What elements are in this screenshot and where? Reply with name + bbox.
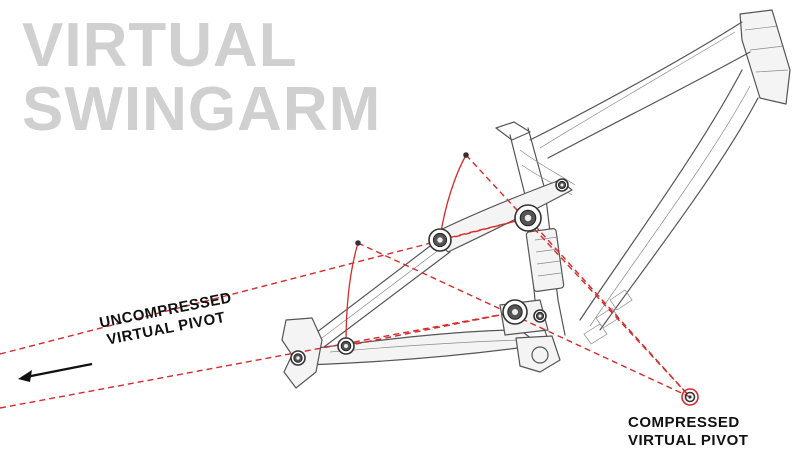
- pivot-target-icon: [681, 388, 699, 406]
- rocker-axis: [527, 217, 691, 398]
- down-tube: [579, 69, 759, 331]
- construction-lines: [0, 152, 691, 409]
- compressed-pivot-label: COMPRESSED VIRTUAL PIVOT: [628, 414, 748, 450]
- compressed-label-line-1: COMPRESSED: [628, 414, 740, 431]
- chainstay-pivot: [337, 337, 355, 355]
- diagram-title: VIRTUAL SWINGARM: [22, 14, 381, 142]
- bottom-bracket: [515, 335, 561, 373]
- upper-link-pivot: [428, 228, 452, 252]
- lower-shock-pivot-center: [538, 314, 542, 318]
- top-tube: [529, 21, 751, 159]
- compressed-label-line-2: VIRTUAL PIVOT: [628, 432, 749, 449]
- lower-swing-arc: [345, 242, 359, 345]
- upper-link-axis: [439, 217, 529, 241]
- title-line-2: SWINGARM: [22, 75, 382, 144]
- dropout-pivot: [290, 350, 306, 366]
- upper-link-pivot-center: [437, 237, 443, 243]
- lower-shock-pivot: [533, 309, 547, 323]
- shock-mount-pivot: [555, 178, 569, 192]
- head-tube: [739, 9, 791, 105]
- uncompressed-line-lower: [0, 311, 516, 409]
- frame-drawing: [281, 9, 791, 389]
- left-arrow-icon: [18, 362, 93, 382]
- pivot-bearings: [290, 178, 569, 366]
- dropout-pivot-center: [296, 356, 300, 360]
- rocker-pivot-center: [524, 214, 532, 222]
- shock-mount-pivot-center: [560, 183, 564, 187]
- lower-link-pivot-center: [512, 309, 518, 315]
- rear-shock: [525, 227, 565, 293]
- upper-arc-endpoint: [463, 152, 469, 158]
- lower-link-axis: [345, 311, 516, 347]
- title-line-1: VIRTUAL: [22, 11, 298, 80]
- compressed-line-upper: [465, 154, 691, 398]
- chainstay-pivot-center: [344, 344, 348, 348]
- seat-stay: [299, 239, 451, 357]
- chain-stay: [299, 329, 541, 366]
- lower-link-pivot: [502, 299, 528, 325]
- lower-arc-endpoint: [355, 240, 361, 246]
- upper-swing-arc: [439, 154, 467, 239]
- rocker-pivot: [514, 204, 542, 232]
